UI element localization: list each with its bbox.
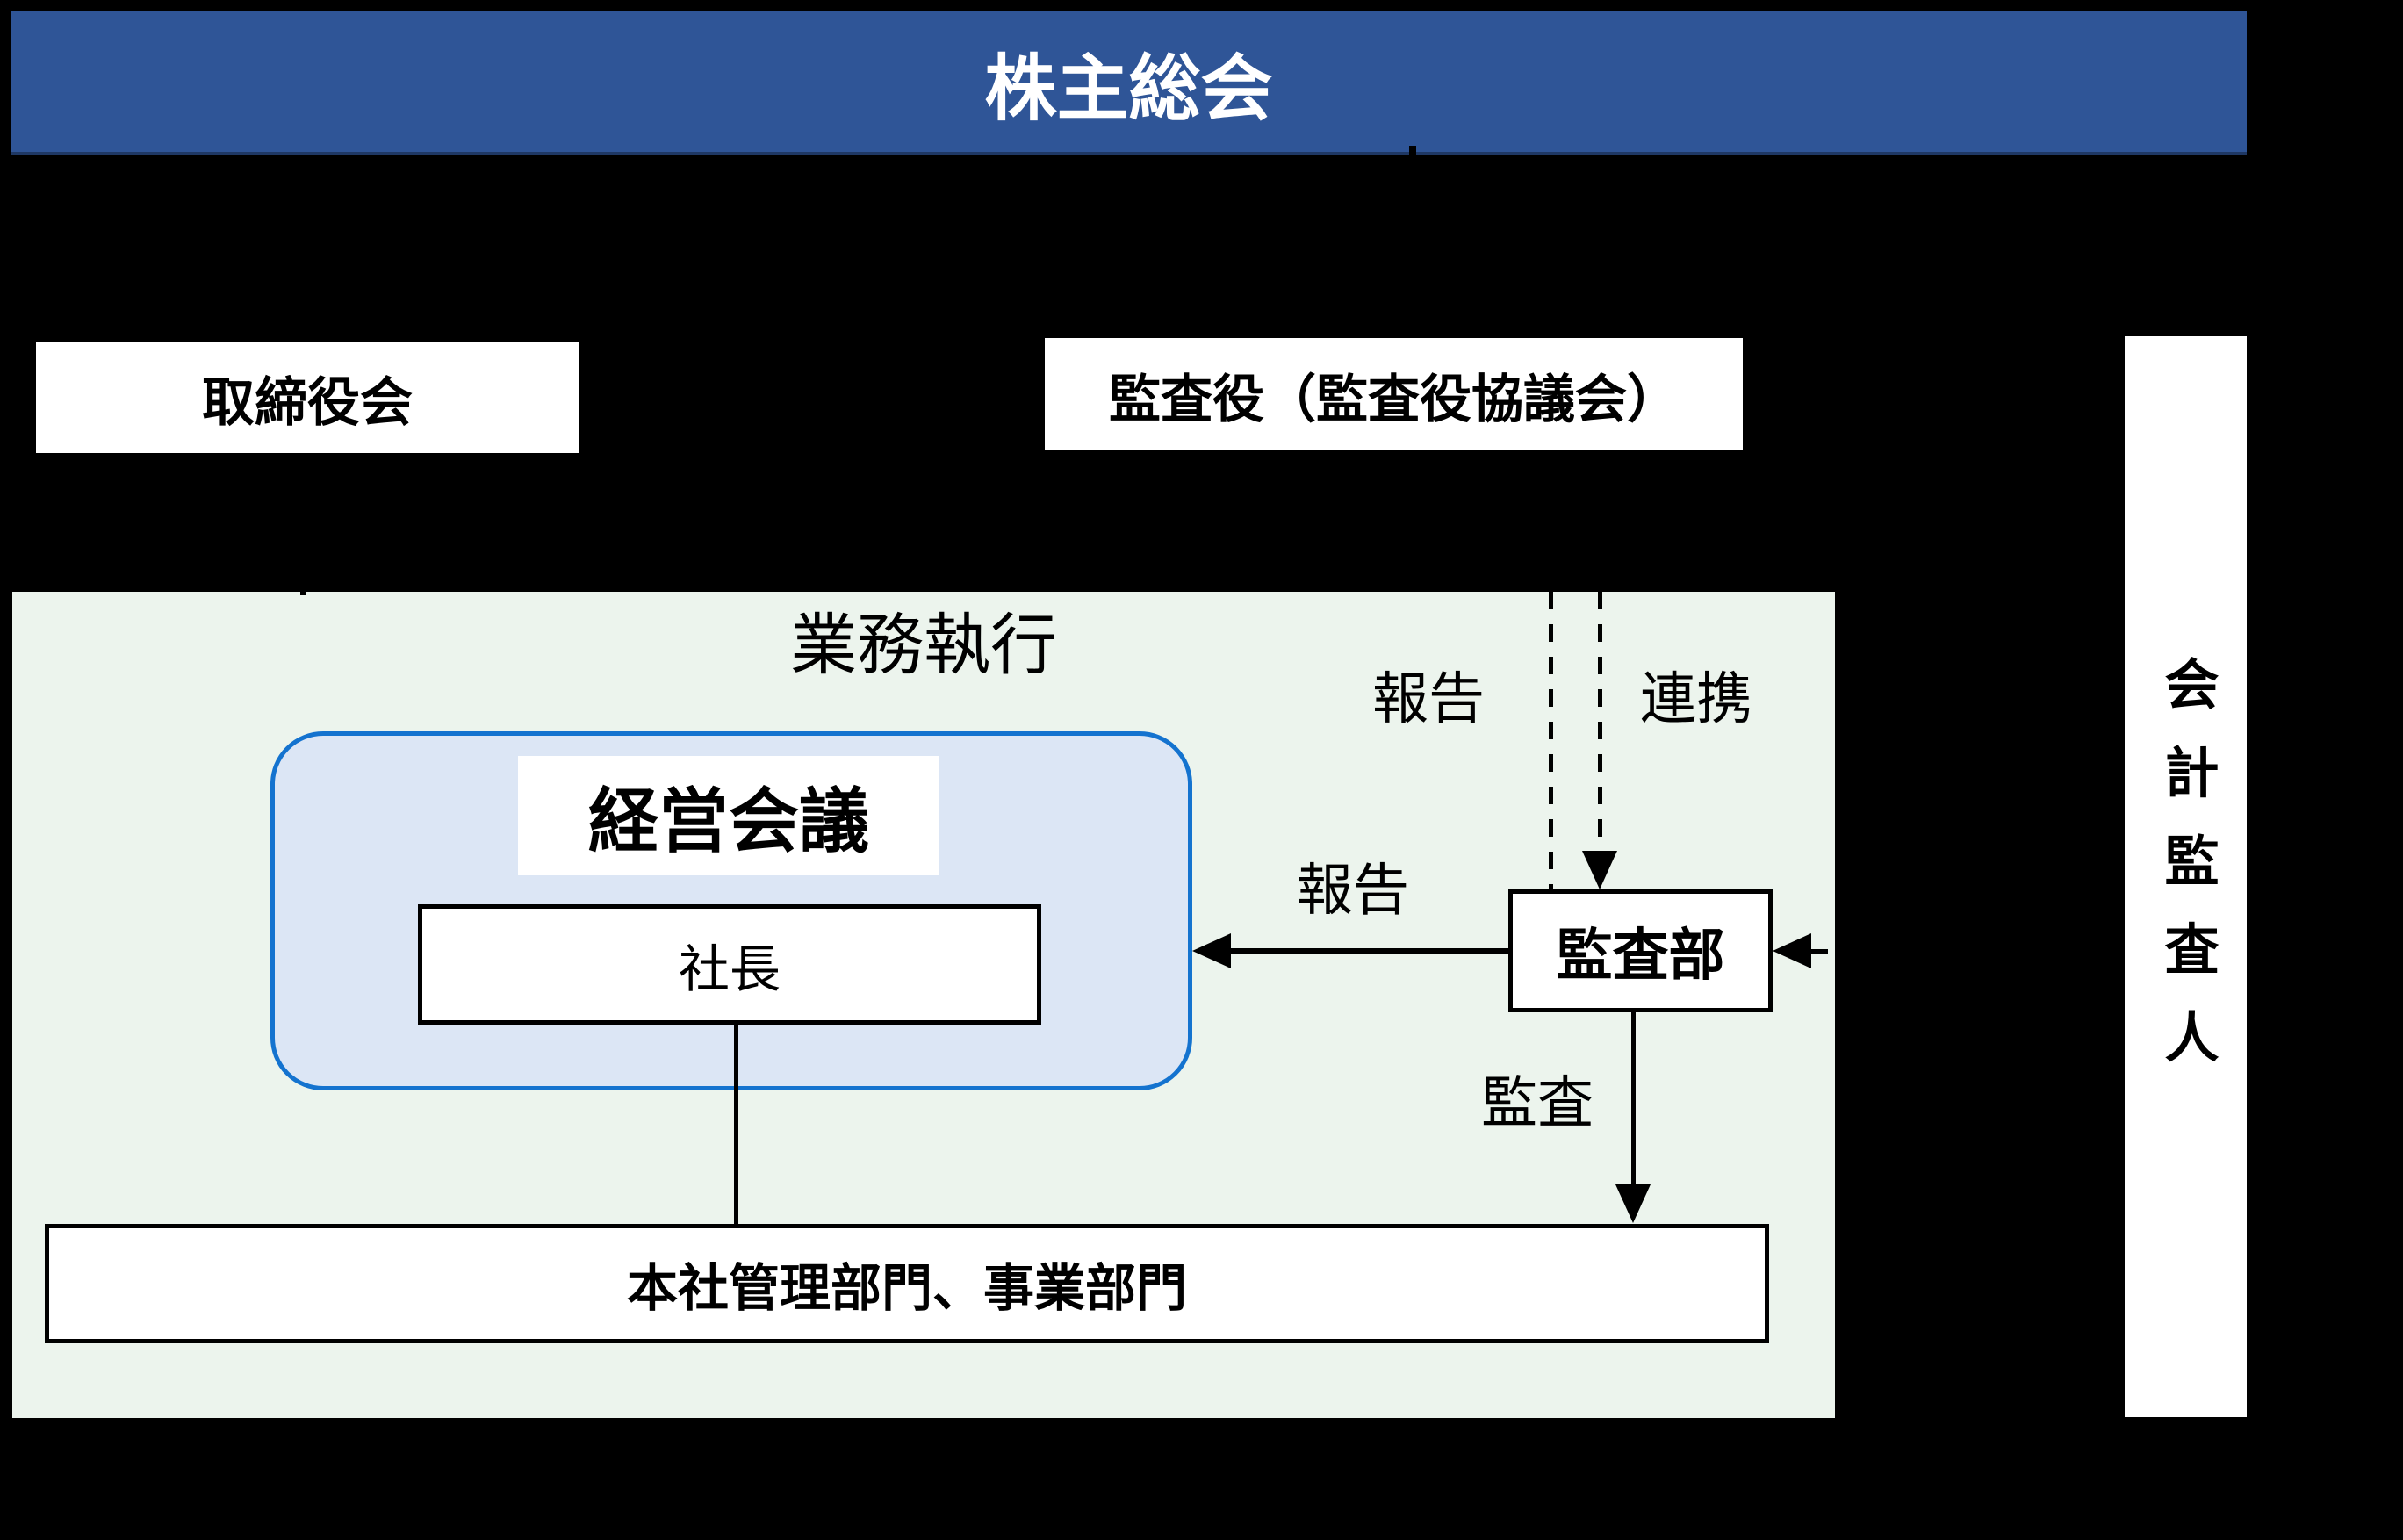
president-to-departments-line xyxy=(734,1025,738,1224)
connector-remnant-board xyxy=(300,585,306,595)
connector-remnant-banner xyxy=(1409,146,1416,163)
auditors-council-box: 監査役（監査役協議会） xyxy=(1045,338,1743,450)
auditors-council-label: 監査役（監査役協議会） xyxy=(1108,370,1679,428)
cooperation-dashed-line xyxy=(1598,592,1602,851)
business-execution-label: 業務執行 xyxy=(790,608,1057,683)
president-box: 社長 xyxy=(418,904,1041,1025)
shareholders-meeting-label: 株主総会 xyxy=(984,48,1273,129)
accounting-auditor-label: 会計監査人 xyxy=(2155,656,2217,1097)
report-left-label: 報告 xyxy=(1297,859,1409,922)
report-up-dashed-line xyxy=(1549,592,1553,889)
accounting-auditor-dashed-line xyxy=(1810,949,2125,954)
audit-report-arrowhead-icon xyxy=(1192,933,1231,968)
departments-box: 本社管理部門、事業部門 xyxy=(45,1224,1769,1343)
audit-department-box: 監査部 xyxy=(1508,889,1773,1012)
audit-label: 監査 xyxy=(1481,1071,1594,1134)
audit-department-label: 監査部 xyxy=(1556,924,1725,987)
accounting-auditor-bar: 会計監査人 xyxy=(2125,336,2247,1417)
accounting-auditor-arrowhead-icon xyxy=(1773,933,1811,968)
departments-label: 本社管理部門、事業部門 xyxy=(626,1260,1187,1317)
cooperation-label: 連携 xyxy=(1640,667,1752,730)
board-of-directors-label: 取締役会 xyxy=(202,372,413,432)
board-of-directors-box: 取締役会 xyxy=(36,342,579,453)
report-up-label: 報告 xyxy=(1372,667,1485,730)
shareholders-meeting-banner: 株主総会 xyxy=(11,11,2247,155)
president-label: 社長 xyxy=(678,940,781,998)
cooperation-arrowhead-icon xyxy=(1582,851,1617,889)
management-meeting-box: 経営会議 xyxy=(518,756,939,875)
management-meeting-label: 経営会議 xyxy=(588,782,869,860)
audit-report-line xyxy=(1229,948,1508,954)
audit-down-arrowhead-icon xyxy=(1615,1184,1651,1223)
audit-down-line xyxy=(1631,1012,1636,1186)
